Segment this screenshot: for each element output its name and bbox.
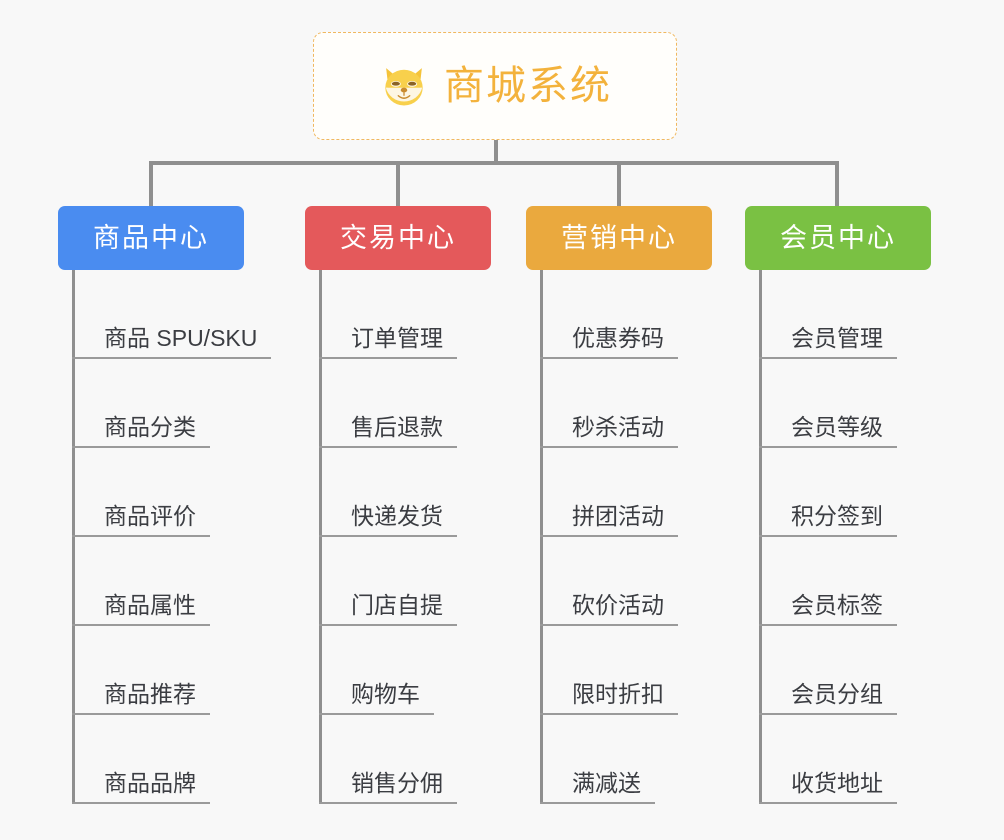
list-item[interactable]: 售后退款 bbox=[319, 359, 491, 448]
leaf-label: 收货地址 bbox=[759, 770, 897, 804]
list-item[interactable]: 商品属性 bbox=[72, 537, 244, 626]
list-item[interactable]: 砍价活动 bbox=[540, 537, 712, 626]
list-item[interactable]: 积分签到 bbox=[759, 448, 931, 537]
category-label: 商品中心 bbox=[93, 222, 209, 253]
connector-drop-trade-center bbox=[396, 161, 400, 206]
leaf-label: 门店自提 bbox=[319, 592, 457, 626]
root-node-title: 商城系统 bbox=[444, 64, 612, 108]
list-item[interactable]: 会员标签 bbox=[759, 537, 931, 626]
root-node-mall-system[interactable]: 商城系统 bbox=[313, 32, 677, 140]
leaf-label: 购物车 bbox=[319, 681, 434, 715]
list-item[interactable]: 门店自提 bbox=[319, 537, 491, 626]
list-item[interactable]: 商品品牌 bbox=[72, 715, 244, 804]
leaf-list-trade-center: 订单管理 售后退款 快递发货 门店自提 购物车 销售分佣 bbox=[319, 270, 491, 804]
list-item[interactable]: 限时折扣 bbox=[540, 626, 712, 715]
connector-horizontal-bus bbox=[149, 161, 839, 165]
leaf-label: 秒杀活动 bbox=[540, 414, 678, 448]
leaf-label: 会员标签 bbox=[759, 592, 897, 626]
list-item[interactable]: 商品分类 bbox=[72, 359, 244, 448]
category-label: 交易中心 bbox=[340, 222, 456, 253]
list-item[interactable]: 会员等级 bbox=[759, 359, 931, 448]
list-item[interactable]: 商品推荐 bbox=[72, 626, 244, 715]
column-trade-center: 交易中心 订单管理 售后退款 快递发货 门店自提 购物车 销售分佣 bbox=[305, 206, 491, 804]
leaf-label: 商品 SPU/SKU bbox=[72, 325, 272, 359]
connector-drop-product-center bbox=[149, 161, 153, 206]
leaf-list-product-center: 商品 SPU/SKU 商品分类 商品评价 商品属性 商品推荐 商品品牌 bbox=[72, 270, 272, 804]
leaf-label: 销售分佣 bbox=[319, 770, 457, 804]
leaf-label: 拼团活动 bbox=[540, 503, 678, 537]
leaf-label: 商品评价 bbox=[72, 503, 210, 537]
leaf-label: 商品属性 bbox=[72, 592, 210, 626]
leaf-list-member-center: 会员管理 会员等级 积分签到 会员标签 会员分组 收货地址 bbox=[759, 270, 931, 804]
list-item[interactable]: 秒杀活动 bbox=[540, 359, 712, 448]
leaf-label: 快递发货 bbox=[319, 503, 457, 537]
connector-root-stem bbox=[494, 140, 498, 164]
list-item[interactable]: 订单管理 bbox=[319, 270, 491, 359]
leaf-label: 砍价活动 bbox=[540, 592, 678, 626]
category-label: 会员中心 bbox=[780, 222, 896, 253]
list-item[interactable]: 商品 SPU/SKU bbox=[72, 270, 272, 359]
leaf-label: 商品推荐 bbox=[72, 681, 210, 715]
leaf-label: 订单管理 bbox=[319, 325, 457, 359]
leaf-label: 会员等级 bbox=[759, 414, 897, 448]
category-header-trade-center[interactable]: 交易中心 bbox=[305, 206, 491, 270]
list-item[interactable]: 优惠券码 bbox=[540, 270, 712, 359]
column-product-center: 商品中心 商品 SPU/SKU 商品分类 商品评价 商品属性 商品推荐 商品品牌 bbox=[58, 206, 272, 804]
list-item[interactable]: 拼团活动 bbox=[540, 448, 712, 537]
shiba-dog-face-icon bbox=[385, 68, 423, 106]
list-item[interactable]: 快递发货 bbox=[319, 448, 491, 537]
list-item[interactable]: 会员管理 bbox=[759, 270, 931, 359]
list-item[interactable]: 会员分组 bbox=[759, 626, 931, 715]
list-item[interactable]: 收货地址 bbox=[759, 715, 931, 804]
category-header-marketing-center[interactable]: 营销中心 bbox=[526, 206, 712, 270]
category-label: 营销中心 bbox=[561, 222, 677, 253]
connector-drop-marketing-center bbox=[617, 161, 621, 206]
leaf-label: 商品分类 bbox=[72, 414, 210, 448]
leaf-label: 满减送 bbox=[540, 770, 655, 804]
list-item[interactable]: 商品评价 bbox=[72, 448, 244, 537]
leaf-label: 限时折扣 bbox=[540, 681, 678, 715]
leaf-label: 商品品牌 bbox=[72, 770, 210, 804]
list-item[interactable]: 销售分佣 bbox=[319, 715, 491, 804]
column-member-center: 会员中心 会员管理 会员等级 积分签到 会员标签 会员分组 收货地址 bbox=[745, 206, 931, 804]
leaf-label: 优惠券码 bbox=[540, 325, 678, 359]
leaf-label: 会员管理 bbox=[759, 325, 897, 359]
leaf-list-marketing-center: 优惠券码 秒杀活动 拼团活动 砍价活动 限时折扣 满减送 bbox=[540, 270, 712, 804]
leaf-label: 会员分组 bbox=[759, 681, 897, 715]
list-item[interactable]: 满减送 bbox=[540, 715, 712, 804]
category-header-product-center[interactable]: 商品中心 bbox=[58, 206, 244, 270]
list-item[interactable]: 购物车 bbox=[319, 626, 491, 715]
column-marketing-center: 营销中心 优惠券码 秒杀活动 拼团活动 砍价活动 限时折扣 满减送 bbox=[526, 206, 712, 804]
category-header-member-center[interactable]: 会员中心 bbox=[745, 206, 931, 270]
connector-drop-member-center bbox=[835, 161, 839, 206]
leaf-label: 积分签到 bbox=[759, 503, 897, 537]
leaf-label: 售后退款 bbox=[319, 414, 457, 448]
